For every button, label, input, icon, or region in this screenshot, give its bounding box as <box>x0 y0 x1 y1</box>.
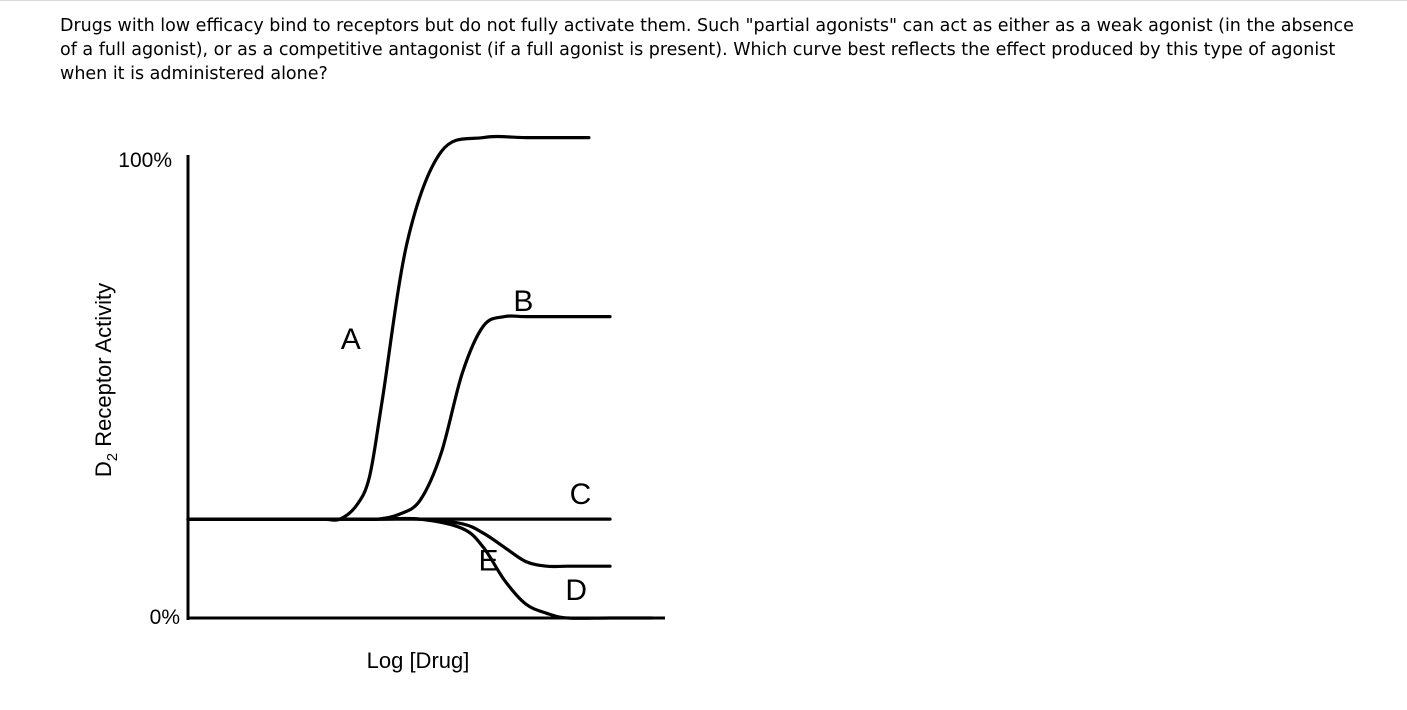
curve-label-e: E <box>478 544 498 577</box>
curve-a <box>186 134 591 522</box>
curve-label-d: D <box>565 574 587 607</box>
curve-d <box>186 517 612 569</box>
x-axis-label: Log [Drug] <box>367 648 470 673</box>
curve-label-b: B <box>513 285 533 318</box>
y-tick-label-0: 0% <box>150 606 180 629</box>
curve-label-c: C <box>570 478 592 511</box>
curve-e <box>186 516 654 620</box>
top-divider <box>0 0 1407 1</box>
y-axis-label-main: D <box>91 461 116 477</box>
y-tick-label-100: 100% <box>118 149 172 172</box>
series-label-layer: A B C D E <box>341 285 592 607</box>
series-layer <box>186 134 654 620</box>
curve-label-a: A <box>341 323 361 356</box>
question-text: Drugs with low efficacy bind to receptor… <box>60 16 1354 84</box>
y-axis-label-subscript: 2 <box>104 453 121 461</box>
y-axis-label-rest: Receptor Activity <box>91 283 116 453</box>
curve-b <box>186 314 612 522</box>
y-axis-label: D2 Receptor Activity <box>91 283 121 477</box>
